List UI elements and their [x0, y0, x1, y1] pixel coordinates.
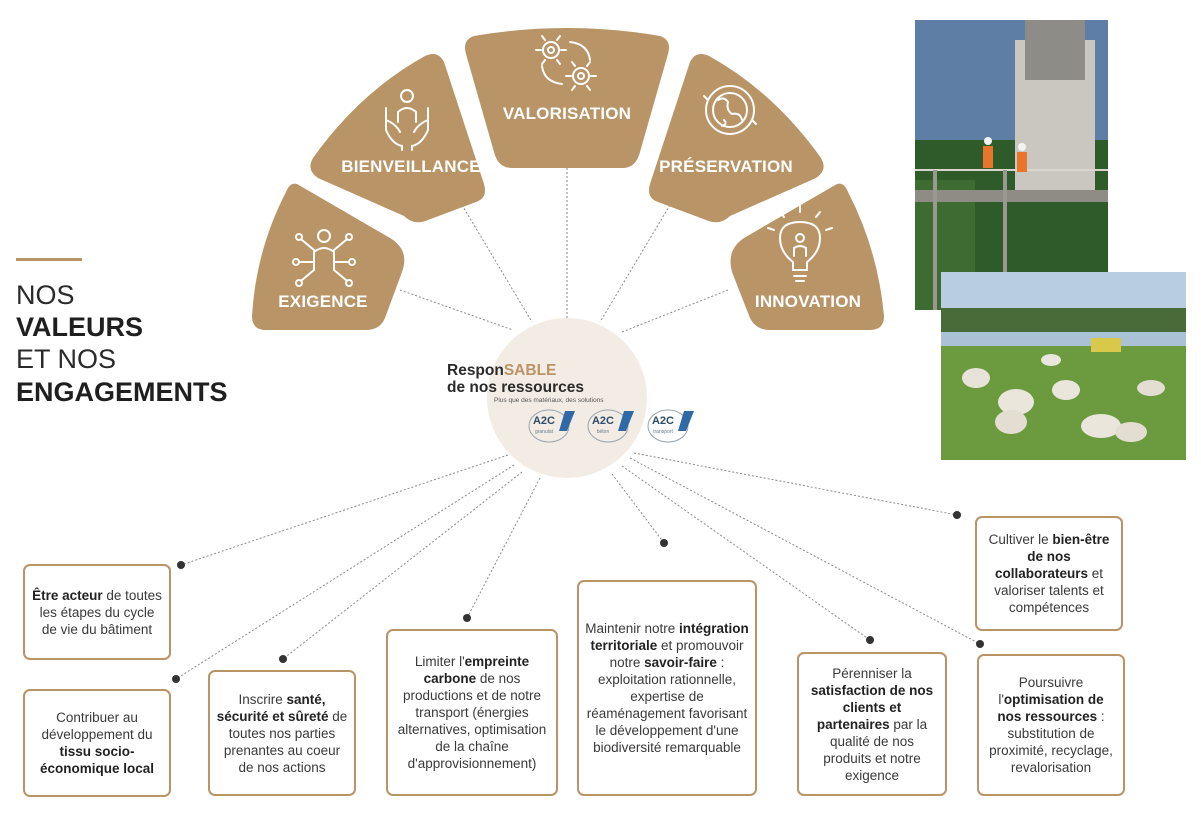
a2c-transport-logo: A2C transport — [646, 405, 696, 447]
center-disc — [487, 318, 647, 478]
petal-valorisation — [465, 28, 669, 168]
sheep-meadow-photo — [941, 272, 1186, 460]
lightbulb-person-icon — [767, 205, 833, 282]
a2c-granulat-logo: A2C granulat — [527, 405, 577, 447]
value-label-exigence: EXIGENCE — [278, 292, 368, 311]
center-title: ResponSABLE — [447, 362, 557, 379]
commitment-bienetre: Cultiver le bien-être de nos collaborate… — [975, 516, 1123, 631]
globe-arrows-icon — [703, 85, 757, 135]
commitment-sante: Inscrire santé, sécurité et sûreté de to… — [208, 670, 356, 796]
commitment-ressources: Poursuivre l'optimisation de nos ressour… — [977, 654, 1125, 796]
commitment-territoire: Maintenir notre intégration territoriale… — [577, 580, 757, 796]
value-label-valorisation: VALORISATION — [502, 104, 632, 123]
petal-innovation — [730, 183, 884, 330]
value-label-innovation: INNOVATION — [754, 292, 862, 311]
hands-person-icon — [385, 89, 429, 151]
heading-line-2: VALEURS — [16, 312, 144, 342]
commitment-acteur: Être acteur de toutes les étapes du cycl… — [23, 564, 171, 660]
heading-line-3: ET NOS — [16, 344, 117, 374]
center-subtitle: de nos ressources — [447, 379, 584, 396]
commitment-tissu: Contribuer au développement du tissu soc… — [23, 689, 171, 797]
quarry-plant-photo — [915, 20, 1108, 310]
gears-cycle-icon — [535, 35, 597, 91]
box-connectors — [175, 452, 981, 680]
heading-rule — [16, 258, 82, 261]
heading-line-4: ENGAGEMENTS — [16, 377, 228, 407]
petal-connectors — [399, 168, 729, 333]
commitment-carbone: Limiter l'empreinte carbone de nos produ… — [386, 629, 558, 796]
heading-line-1: NOS — [16, 280, 75, 310]
center-tagline: Plus que des matériaux, des solutions — [494, 397, 604, 404]
connector-dots — [172, 511, 984, 683]
a2c-beton-logo: A2C béton — [586, 405, 636, 447]
petal-preservation — [649, 54, 824, 223]
value-label-bienveillance: BIENVEILLANCE — [341, 157, 481, 176]
petal-bienveillance — [310, 54, 485, 223]
value-label-preservation: PRÉSERVATION — [659, 157, 793, 176]
commitment-clients: Pérenniser la satisfaction de nos client… — [797, 652, 947, 796]
petal-exigence — [252, 183, 405, 330]
network-person-icon — [292, 229, 356, 287]
